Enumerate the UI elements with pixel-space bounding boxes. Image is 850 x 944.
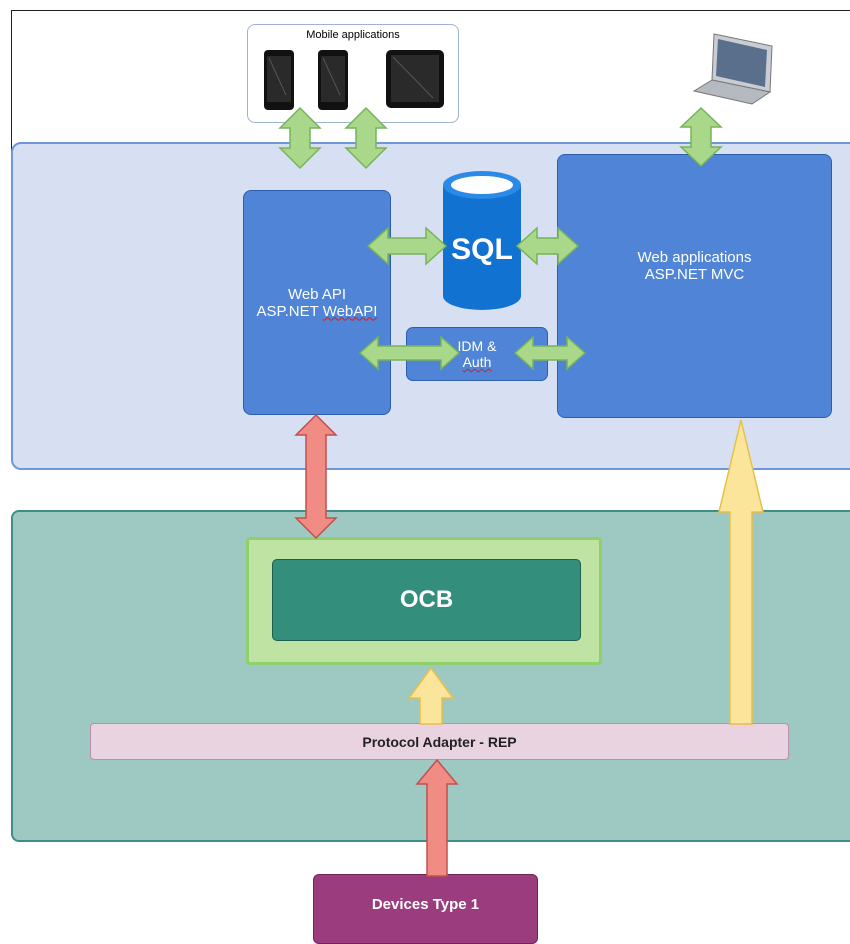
ocb-label: OCB <box>399 586 454 613</box>
laptop-icon <box>692 33 773 105</box>
phone-icon <box>264 50 294 110</box>
web-api-subtitle: ASP.NET WebAPI <box>257 303 378 320</box>
tablet-icon <box>386 50 444 108</box>
api-idm-arrow <box>358 335 461 371</box>
web-api-subtitle-marked: WebAPI <box>322 302 378 320</box>
mobile-applications-title: Mobile applications <box>306 29 400 41</box>
mobile-api-arrow <box>344 106 388 170</box>
auth-label: Auth <box>462 354 492 370</box>
web-api-subtitle-prefix: ASP.NET <box>256 302 323 320</box>
web-applications-subtitle: ASP.NET MVC <box>644 266 745 283</box>
laptop-webapp-arrow <box>679 106 723 168</box>
protocol-adapter-label: Protocol Adapter - REP <box>362 733 517 750</box>
devices-box: Devices Type 1 <box>313 874 538 944</box>
mobile-api-arrow <box>278 106 322 170</box>
api-sql-arrow <box>366 226 448 266</box>
idm-label: IDM & <box>457 338 497 354</box>
sql-webapp-arrow <box>515 226 580 266</box>
adapter-ocb-arrow <box>407 666 455 725</box>
ocb-box: OCB <box>272 559 581 641</box>
web-api-title: Web API <box>287 285 347 303</box>
database-icon: SQL <box>443 171 521 310</box>
idm-webapp-arrow <box>513 335 587 371</box>
protocol-adapter-box: Protocol Adapter - REP <box>90 723 789 760</box>
sql-label: SQL <box>451 233 513 266</box>
web-applications-title: Web applications <box>637 249 752 266</box>
adapter-webapp-arrow <box>718 419 764 725</box>
devices-label: Devices Type 1 <box>371 895 480 913</box>
web-api-box: Web API ASP.NET WebAPI <box>243 190 391 415</box>
api-ocb-arrow <box>294 413 338 540</box>
phone-icon <box>318 50 348 110</box>
web-applications-box: Web applications ASP.NET MVC <box>557 154 832 418</box>
devices-adapter-arrow <box>415 758 459 877</box>
